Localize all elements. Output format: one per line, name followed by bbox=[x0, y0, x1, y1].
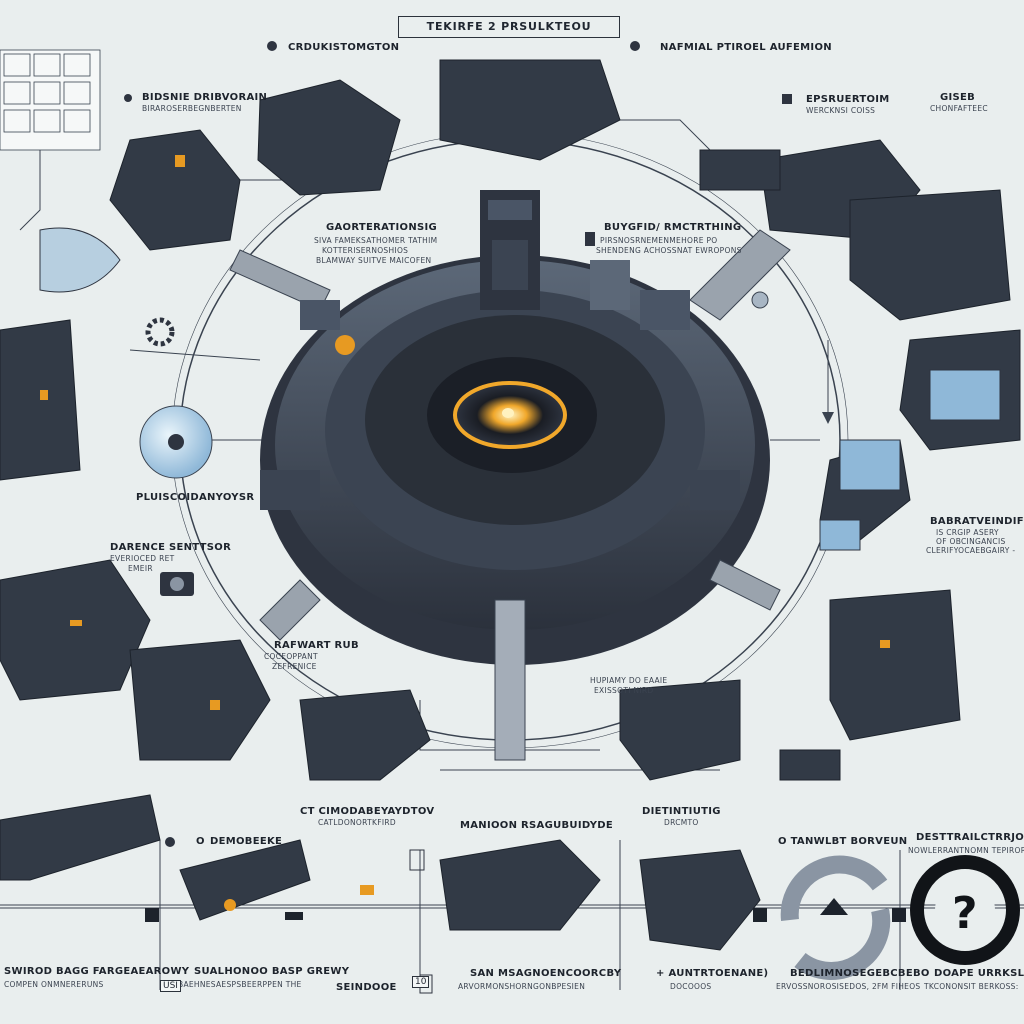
label-center-left-sub1: SIVA FAMEKSATHOMER TATHIM bbox=[314, 236, 438, 245]
blue-terminals bbox=[39, 227, 1001, 551]
label-center-left-sub2: KOTTERISERNOSHIOS bbox=[322, 246, 409, 255]
title-frame: TEKIRFE 2 PRSULKTEOU bbox=[398, 16, 620, 38]
label-left-mid: PLUISCOIDANYOYSR bbox=[136, 492, 255, 503]
label-center-bot-sub2: EXISSOTI NIRD bbox=[594, 686, 654, 695]
label-right-mid-sub2: OF OBCINGANCIS bbox=[936, 537, 1006, 546]
tag-a: USI bbox=[160, 980, 181, 992]
svg-text:?: ? bbox=[952, 888, 978, 939]
label-row-4-sub: NOWLERRANTNOMN TEPIRORE bbox=[908, 846, 1024, 855]
label-left-1-sub: BIRAROSERBEGNBERTEN bbox=[142, 104, 242, 113]
label-row-1-title: DEMOBEEKE bbox=[210, 836, 283, 847]
label-center-left-sub3: BLAMWAY SUITVE MAICOFEN bbox=[316, 256, 432, 265]
accent-lights bbox=[40, 155, 890, 911]
label-foot-5-sub: DOCOOOS bbox=[670, 982, 712, 991]
label-right-2-title: GISEB bbox=[940, 92, 976, 103]
label-foot-1-title: SWIROD BAGG FARGEAEAROWY bbox=[4, 966, 190, 977]
label-foot-5-title: + AUNTRTOENANE) bbox=[656, 968, 769, 979]
label-right-1-title: EPSRUERTOIM bbox=[806, 94, 890, 105]
label-center-right-title: BUYGFID/ RMCTRTHING bbox=[604, 222, 742, 233]
gear-icon bbox=[145, 317, 175, 347]
label-foot-6-sub: ERVOSSNOROSISEDOS, 2FM FIHEOS bbox=[776, 982, 921, 991]
label-left-1-title: BIDSNIE DRIBVORAIN bbox=[142, 92, 268, 103]
label-band-right-sub: DRCMTO bbox=[664, 818, 699, 827]
label-foot-2-title: SUALHONOO BASP GREWY bbox=[194, 966, 350, 977]
tag-b: 10 bbox=[412, 976, 430, 988]
label-foot-4-title: SAN MSAGNOENCOORCBY bbox=[470, 968, 622, 979]
label-foot-3-title: SEINDOOE bbox=[336, 982, 397, 993]
label-foot-2-sub: BAEHNESAESPSBEERPPEN THE bbox=[178, 980, 302, 989]
page-title: TEKIRFE 2 PRSULKTEOU bbox=[426, 20, 592, 33]
label-row-3-title: O TANWLBT BORVEUN bbox=[778, 836, 908, 847]
label-band-right-title: DIETINTIUTIG bbox=[642, 806, 721, 817]
label-right-2-sub: CHONFAFTEEC bbox=[930, 104, 988, 113]
label-center-right-sub2: SHENDENG ACHOSSNAT EWROPONS bbox=[596, 246, 742, 255]
label-right-1-sub: WERCKNSI COISS bbox=[806, 106, 876, 115]
label-right-mid-sub1: IS CRGIP ASERY bbox=[936, 528, 999, 537]
label-foot-7-sub: TKCONONSIT BERKOSS: bbox=[924, 982, 1019, 991]
label-center-low-sub2: ZEFRENICE bbox=[272, 662, 317, 671]
label-left-low-sub2: EMEIR bbox=[128, 564, 153, 573]
label-foot-1-sub: COMPEN ONMNERERUNS bbox=[4, 980, 104, 989]
arrow-down-icon bbox=[822, 412, 834, 424]
label-row-1-num: O bbox=[196, 836, 205, 847]
central-reactor-station bbox=[229, 190, 791, 761]
label-center-bot-sub1: HUPIAMY DO EAAIE bbox=[590, 676, 668, 685]
label-band-left-sub: CATLDONORTKFIRD bbox=[318, 818, 396, 827]
label-center-right-sub1: PIRSNOSRNEMENMEHORE PO bbox=[600, 236, 718, 245]
label-right-mid-sub3: CLERIFYOCAEBGAIRY - bbox=[926, 546, 1016, 555]
schematic-panel bbox=[0, 49, 101, 151]
label-left-low-sub1: EVERIOCED RET bbox=[110, 554, 175, 563]
label-right-mid-title: BABRATVEINDIF bbox=[930, 516, 1024, 527]
label-foot-4-sub: ARVORMONSHORNGONBPESIEN bbox=[458, 982, 586, 991]
label-row-4-title: DESTTRAILCTRRJOI bbox=[916, 832, 1024, 843]
question-symbol-icon: ? bbox=[910, 855, 1020, 965]
label-foot-6-title: BEDLIMNOSEGEBCBEBO bbox=[790, 968, 930, 979]
label-left-low-title: DARENCE SENTTSOR bbox=[110, 542, 232, 553]
label-band-center: MANIOON RSAGUBUIDYDE bbox=[460, 820, 614, 831]
label-center-low-sub1: COCEOPPANT bbox=[264, 652, 318, 661]
label-center-low-title: RAFWART RUB bbox=[274, 640, 359, 651]
label-foot-7-title: DOAPE URRKSLIID bbox=[934, 968, 1024, 979]
label-top-right: NAFMIAL PTIROEL AUFEMION bbox=[660, 42, 832, 53]
label-top-left: CRDUKISTOMGTON bbox=[288, 42, 400, 53]
cycle-symbol-icon bbox=[780, 855, 891, 980]
label-center-left-title: GAORTERATIONSIG bbox=[326, 222, 438, 233]
label-band-left-title: CT CIMODABEYAYDTOV bbox=[300, 806, 435, 817]
